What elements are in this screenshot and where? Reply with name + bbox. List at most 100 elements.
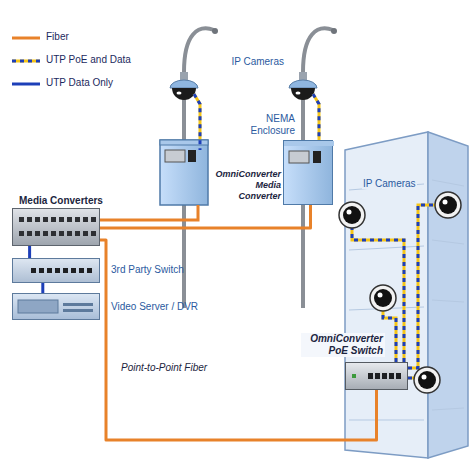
port — [51, 217, 56, 222]
enclosure-lid — [284, 141, 334, 146]
drive-slot — [63, 309, 93, 312]
camera-dome — [343, 206, 361, 224]
port — [375, 373, 380, 379]
port — [19, 231, 24, 236]
port — [19, 217, 24, 222]
port — [71, 268, 76, 273]
camera-cable-base — [313, 94, 319, 141]
legend-poe-sample-base — [12, 60, 40, 63]
camera-dome — [291, 88, 315, 100]
camera-cable-dash — [313, 94, 319, 141]
camera-dome — [374, 289, 392, 307]
port — [47, 268, 52, 273]
port — [35, 217, 40, 222]
port — [368, 373, 373, 379]
device-label: OmniConverter Media Converter — [213, 169, 281, 202]
building-side — [428, 132, 468, 458]
device-face — [13, 294, 101, 321]
poe-cable-dash — [408, 205, 435, 368]
port — [79, 268, 84, 273]
wall-camera — [339, 202, 365, 228]
device-face — [346, 363, 409, 391]
legend-text: Fiber — [46, 31, 69, 42]
port — [83, 217, 88, 222]
camera-label: IP Cameras — [231, 56, 284, 67]
window-line — [432, 240, 464, 244]
video-server: Video Server / DVR — [12, 293, 100, 320]
device-label: Video Server / DVR — [111, 301, 198, 312]
device-label: Media Converters — [19, 195, 103, 206]
port — [83, 231, 88, 236]
building-front — [345, 132, 428, 458]
camera-ring — [435, 192, 461, 218]
power-supply — [313, 151, 321, 163]
port — [39, 268, 44, 273]
legend-fiber-sample — [12, 37, 40, 40]
media-converter-rack: Media Converters — [12, 208, 100, 246]
wall-camera — [370, 285, 396, 311]
legend-text: UTP PoE and Data — [46, 54, 131, 65]
network-switch: 3rd Party Switch — [12, 258, 100, 283]
utp-data-line — [28, 246, 31, 258]
camera-cable-dash — [194, 94, 200, 150]
window-line — [432, 180, 464, 186]
window-line — [432, 408, 464, 410]
legend-poe-sample-dash — [12, 60, 40, 63]
port — [27, 231, 32, 236]
port — [59, 231, 64, 236]
pole-arm — [184, 28, 214, 72]
port — [43, 217, 48, 222]
port — [87, 268, 92, 273]
fiber-line — [100, 205, 311, 228]
port — [51, 231, 56, 236]
pole-arm-cap — [331, 28, 337, 34]
drive-slot — [63, 303, 93, 306]
wall-camera — [435, 192, 461, 218]
port — [59, 217, 64, 222]
device-face — [13, 209, 101, 247]
device-face — [284, 141, 334, 206]
drive-panel — [18, 300, 58, 313]
nema-enclosure: NEMA EnclosureOmniConverter Media Conver… — [283, 140, 333, 205]
port — [75, 217, 80, 222]
status-led — [352, 374, 356, 378]
power-supply — [188, 150, 196, 162]
wall-camera — [414, 367, 440, 393]
legend-text: UTP Data Only — [46, 77, 113, 88]
window-line — [349, 420, 424, 421]
port — [91, 217, 96, 222]
utp-data-line — [41, 283, 44, 293]
port — [67, 217, 72, 222]
camera-glint — [296, 92, 301, 95]
port — [75, 231, 80, 236]
camera-ring — [370, 285, 396, 311]
pole-arm-cap — [212, 28, 218, 34]
camera-glint — [177, 92, 182, 95]
camera-dome — [418, 371, 436, 389]
port — [396, 373, 401, 379]
poe-switch: OmniConverter PoE Switch — [345, 362, 408, 390]
device-label: OmniConverter PoE Switch — [301, 333, 385, 357]
device-label: 3rd Party Switch — [111, 264, 184, 275]
port — [67, 231, 72, 236]
fiber-line — [100, 205, 198, 220]
camera-label: IP Cameras — [362, 178, 417, 189]
port — [389, 373, 394, 379]
camera-glint — [422, 375, 427, 380]
edge-label: Point-to-Point Fiber — [120, 362, 208, 373]
port — [91, 231, 96, 236]
port — [27, 217, 32, 222]
camera-cap — [170, 80, 198, 88]
port — [31, 268, 36, 273]
camera-glint — [347, 210, 352, 215]
legend-utp-sample — [12, 83, 40, 86]
port — [382, 373, 387, 379]
camera-cap — [289, 80, 317, 88]
port — [63, 268, 68, 273]
media-converter-device — [165, 150, 185, 162]
window-line — [349, 246, 424, 250]
media-converter-device — [289, 151, 309, 163]
enclosure-label: NEMA Enclosure — [241, 113, 295, 137]
camera-dome — [172, 88, 196, 100]
pole-arm — [303, 28, 333, 72]
